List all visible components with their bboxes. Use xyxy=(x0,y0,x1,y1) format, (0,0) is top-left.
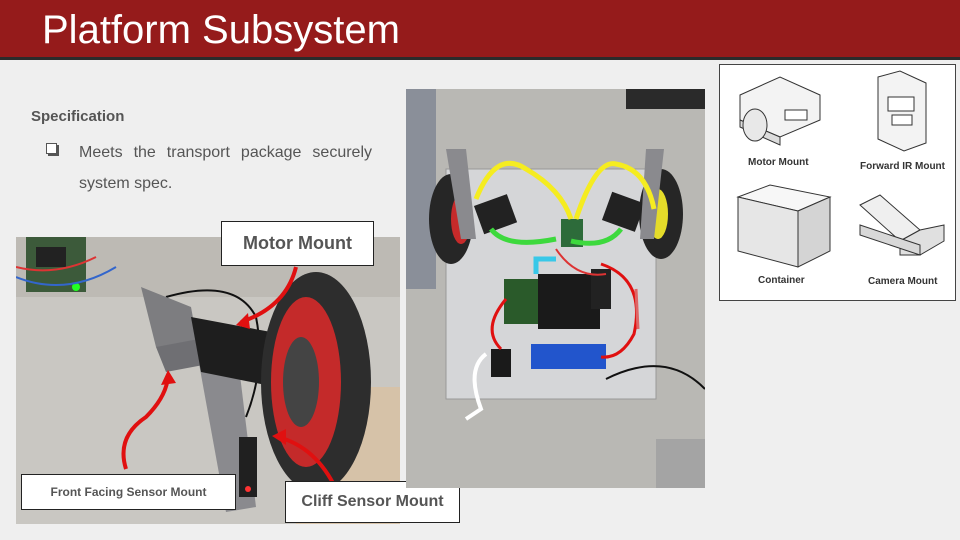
slide-title: Platform Subsystem xyxy=(42,8,400,52)
cad-forward-ir-mount-icon xyxy=(877,70,927,152)
cad-parts-panel: Motor Mount Forward IR Mount Container C… xyxy=(719,64,956,301)
platform-top-photo xyxy=(406,89,705,488)
cad-label-container: Container xyxy=(758,275,805,286)
cad-container-icon xyxy=(736,184,832,268)
checkbox-bullet-icon xyxy=(46,143,57,154)
label-cliff-sensor-mount: Cliff Sensor Mount xyxy=(285,481,460,523)
label-motor-mount: Motor Mount xyxy=(221,221,374,266)
bullet-item: Meets the transport package securely sys… xyxy=(79,144,372,192)
cad-label-motor-mount: Motor Mount xyxy=(748,157,809,168)
title-bar: Platform Subsystem xyxy=(0,0,960,60)
spec-heading: Specification xyxy=(31,108,125,125)
cad-label-forward-ir-mount: Forward IR Mount xyxy=(860,161,945,172)
cad-label-camera-mount: Camera Mount xyxy=(868,276,938,287)
cad-camera-mount-icon xyxy=(859,194,945,256)
cad-motor-mount-icon xyxy=(739,76,821,146)
label-front-sensor-mount: Front Facing Sensor Mount xyxy=(21,474,236,510)
